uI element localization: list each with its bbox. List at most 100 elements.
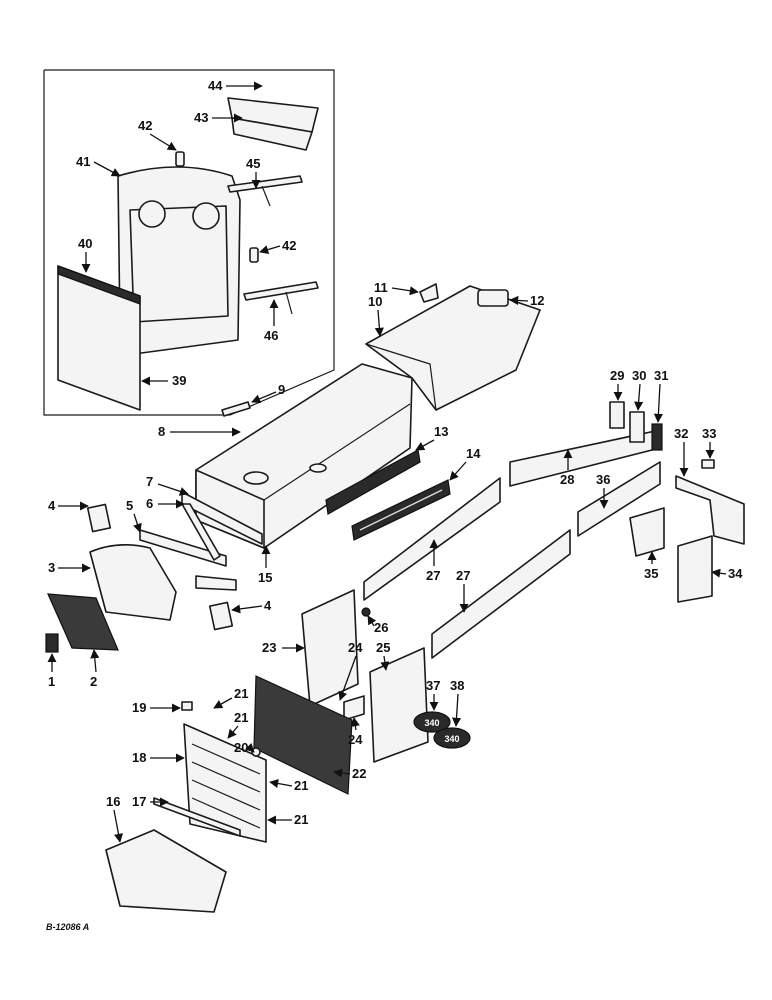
callout-31-label: 31	[654, 368, 668, 383]
callout-17-label: 17	[132, 794, 146, 809]
callout-40: 40	[78, 236, 92, 273]
callout-1: 1	[47, 653, 57, 689]
part-9-tab	[221, 401, 251, 417]
part-42-clip	[175, 151, 259, 263]
callout-33: 33	[702, 426, 716, 459]
callout-26-label: 26	[374, 620, 388, 635]
callout-6-label: 6	[146, 496, 153, 511]
callout-34-label: 34	[728, 566, 743, 581]
callout-14: 14	[449, 446, 481, 481]
callout-35: 35	[644, 551, 658, 581]
part-6-7-support	[181, 491, 263, 591]
callout-17: 17	[132, 794, 169, 809]
callout-27-right: 27	[456, 568, 470, 613]
callout-30-label: 30	[632, 368, 646, 383]
part-35-side-plate	[629, 507, 665, 557]
callout-21-b: 21	[227, 710, 248, 739]
callout-12-label: 12	[530, 293, 544, 308]
inset-panel	[43, 69, 335, 416]
callout-46: 46	[264, 299, 279, 343]
callout-5: 5	[126, 498, 142, 533]
callout-24-bottom: 24	[348, 717, 363, 747]
callout-33-label: 33	[702, 426, 716, 441]
callout-39: 39	[141, 373, 186, 388]
part-36-side-panel	[577, 461, 661, 537]
callout-35-label: 35	[644, 566, 658, 581]
callout-24-top: 24	[338, 640, 363, 701]
callout-2: 2	[90, 649, 100, 689]
part-34-side-plate	[677, 535, 713, 603]
part-32-rear-support	[675, 459, 745, 545]
callout-15: 15	[258, 545, 272, 585]
callout-1-label: 1	[48, 674, 55, 689]
callout-42-mid-label: 42	[282, 238, 296, 253]
callout-39-label: 39	[172, 373, 186, 388]
part-46-brace	[243, 281, 319, 315]
callout-40-label: 40	[78, 236, 92, 251]
part-24-bracket	[343, 695, 365, 721]
part-3-nose-cowl	[89, 544, 177, 621]
part-16-lower-apron	[105, 829, 227, 913]
callout-38-label: 38	[450, 678, 464, 693]
callout-16: 16	[106, 794, 123, 843]
part-2-front-grille	[47, 593, 119, 651]
callout-9-label: 9	[278, 382, 285, 397]
part-1-badge	[45, 633, 59, 653]
callout-21-c: 21	[269, 778, 308, 793]
callout-4-bottom-label: 4	[264, 598, 272, 613]
callout-23: 23	[262, 640, 305, 655]
callout-43: 43	[194, 110, 243, 125]
callout-14-label: 14	[466, 446, 481, 461]
callout-19-label: 19	[132, 700, 146, 715]
callout-15-label: 15	[258, 570, 272, 585]
part-43-44-bracket	[227, 97, 319, 151]
callout-27-left-label: 27	[426, 568, 440, 583]
part-38-emblem: 340	[433, 727, 471, 749]
callout-36: 36	[596, 472, 610, 509]
callout-4-top: 4	[48, 498, 89, 513]
callout-42-top-label: 42	[138, 118, 152, 133]
callout-45-label: 45	[246, 156, 260, 171]
callout-34: 34	[711, 566, 743, 581]
callout-3: 3	[48, 560, 91, 575]
callout-16-label: 16	[106, 794, 120, 809]
part-22-screen	[253, 675, 353, 795]
callout-21-a: 21	[213, 686, 248, 709]
callout-7: 7	[146, 474, 189, 496]
callout-32-label: 32	[674, 426, 688, 441]
callout-19: 19	[132, 700, 181, 715]
part-45-brace	[227, 175, 303, 207]
part-29-30-31-brackets	[609, 401, 663, 451]
callout-10-label: 10	[368, 294, 382, 309]
callout-32: 32	[674, 426, 689, 477]
callout-42-top: 42	[138, 118, 177, 151]
callout-37-label: 37	[426, 678, 440, 693]
callout-46-label: 46	[264, 328, 278, 343]
callout-23-label: 23	[262, 640, 276, 655]
callout-3-label: 3	[48, 560, 55, 575]
callout-5-label: 5	[126, 498, 133, 513]
part-27-side-panel	[363, 477, 571, 659]
callout-41: 41	[76, 154, 121, 177]
part-5-bracket	[139, 529, 227, 567]
callout-7-label: 7	[146, 474, 153, 489]
callout-42-mid: 42	[259, 238, 296, 255]
callout-24-top-label: 24	[348, 640, 363, 655]
callout-labels: 44 43 42 45 41 42 40 46	[47, 78, 743, 843]
callout-31: 31	[653, 368, 668, 423]
callout-45: 45	[246, 156, 261, 189]
callout-2-label: 2	[90, 674, 97, 689]
callout-41-label: 41	[76, 154, 90, 169]
callout-8: 8	[158, 424, 241, 439]
part-26-bolt	[361, 607, 371, 617]
part-18-lower-grille	[183, 723, 267, 843]
part-23-side-panel	[301, 589, 359, 707]
part-14-nameplate	[351, 479, 451, 541]
callout-21-c-label: 21	[294, 778, 308, 793]
callout-18: 18	[132, 750, 185, 765]
callout-18-label: 18	[132, 750, 146, 765]
callout-29: 29	[610, 368, 624, 401]
callout-4-top-label: 4	[48, 498, 56, 513]
emblem-37-text: 340	[424, 718, 439, 728]
part-4-bracket	[86, 503, 234, 631]
